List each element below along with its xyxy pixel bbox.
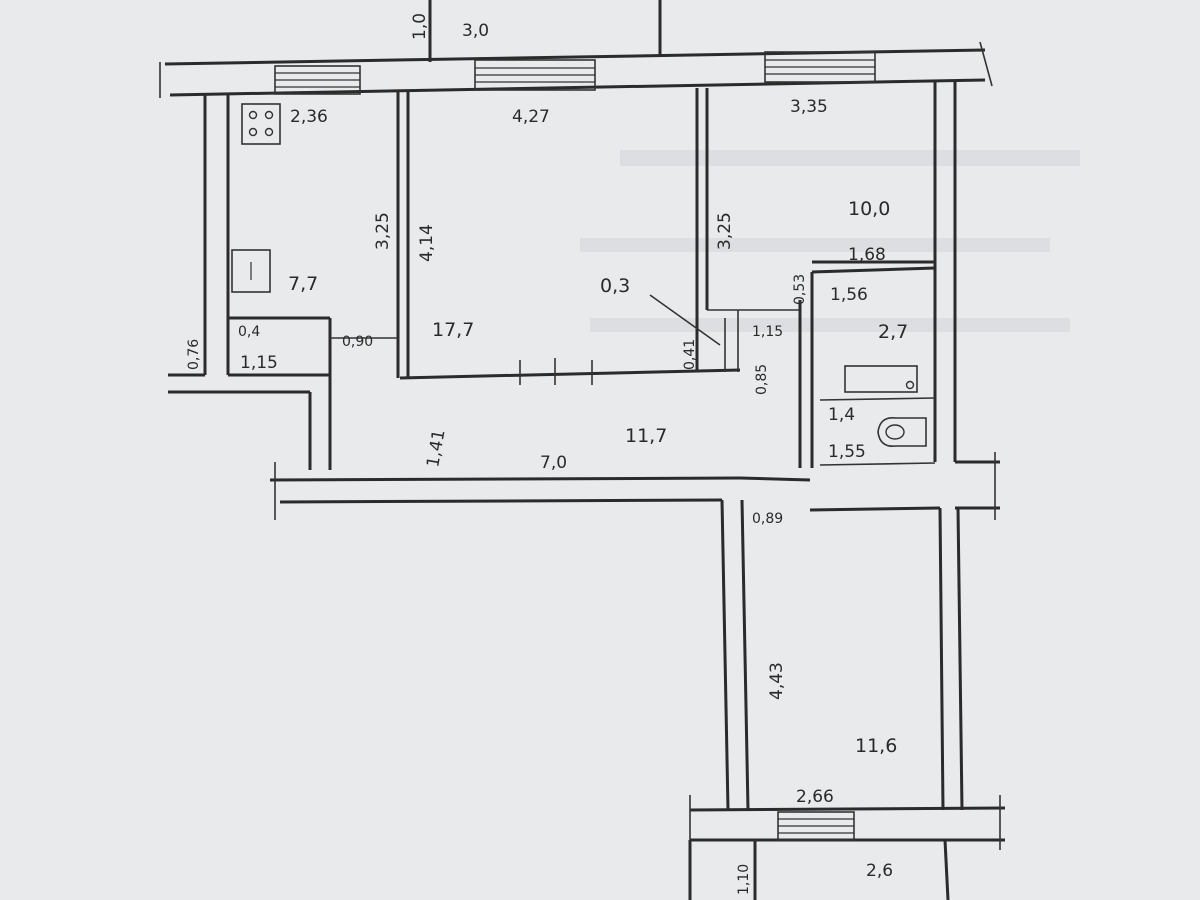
windows (274, 51, 876, 841)
kitchen-sink-icon (231, 249, 271, 293)
room-area-bedroom-bottom: 11,6 (855, 735, 897, 757)
stove-icon (241, 103, 281, 145)
dim-label: 3,25 (373, 212, 393, 250)
dim-label: 4,43 (767, 662, 787, 700)
toilet-icon (877, 416, 927, 448)
dim-label: 0,89 (752, 511, 783, 527)
dim-label: 1,15 (240, 353, 278, 373)
dim-label: 3,0 (462, 21, 489, 41)
dim-label: 1,56 (830, 285, 868, 305)
dim-label: 4,27 (512, 107, 550, 127)
room-area-bedroom-top-right: 10,0 (848, 198, 890, 220)
dim-label: 1,68 (848, 245, 886, 265)
room-area-bathroom: 2,7 (878, 321, 908, 343)
room-area-pantry: 0,3 (600, 275, 630, 297)
dim-label: 7,0 (540, 453, 567, 473)
room-area-labels: 7,7 17,7 10,0 11,7 11,6 2,7 0,3 (288, 198, 908, 757)
dim-label: 1,0 (410, 13, 430, 40)
bathtub-icon (844, 365, 918, 393)
dim-label: 1,41 (423, 428, 449, 469)
dim-label: 2,66 (796, 787, 834, 807)
dimension-labels: 1,0 3,0 2,36 4,27 3,35 3,25 4,14 3,25 1,… (186, 13, 893, 895)
room-area-living: 17,7 (432, 319, 474, 341)
room-area-hall: 11,7 (625, 425, 667, 447)
dim-label: 2,6 (866, 861, 893, 881)
dim-label: 0,53 (792, 274, 808, 305)
dim-label: 2,36 (290, 107, 328, 127)
dim-label: 0,85 (754, 364, 770, 395)
dim-label: 1,10 (736, 864, 752, 895)
dim-label: 0,4 (238, 324, 260, 340)
dim-label: 1,55 (828, 442, 866, 462)
window-bedroom-top (764, 51, 876, 83)
window-kitchen (274, 65, 361, 95)
dim-label: 0,76 (186, 339, 202, 370)
dim-label: 1,15 (752, 324, 783, 340)
dim-label: 0,41 (682, 339, 698, 370)
room-area-kitchen: 7,7 (288, 273, 318, 295)
fixtures (231, 103, 927, 448)
walls (159, 0, 1006, 900)
window-living (474, 59, 596, 91)
dim-label: 4,14 (417, 224, 437, 262)
window-bedroom-bottom (777, 811, 855, 841)
dim-label: 3,25 (715, 212, 735, 250)
dim-label: 0,90 (342, 334, 373, 350)
dim-label: 3,35 (790, 97, 828, 117)
pantry-diagonal (649, 294, 721, 346)
dim-label: 1,4 (828, 405, 855, 425)
